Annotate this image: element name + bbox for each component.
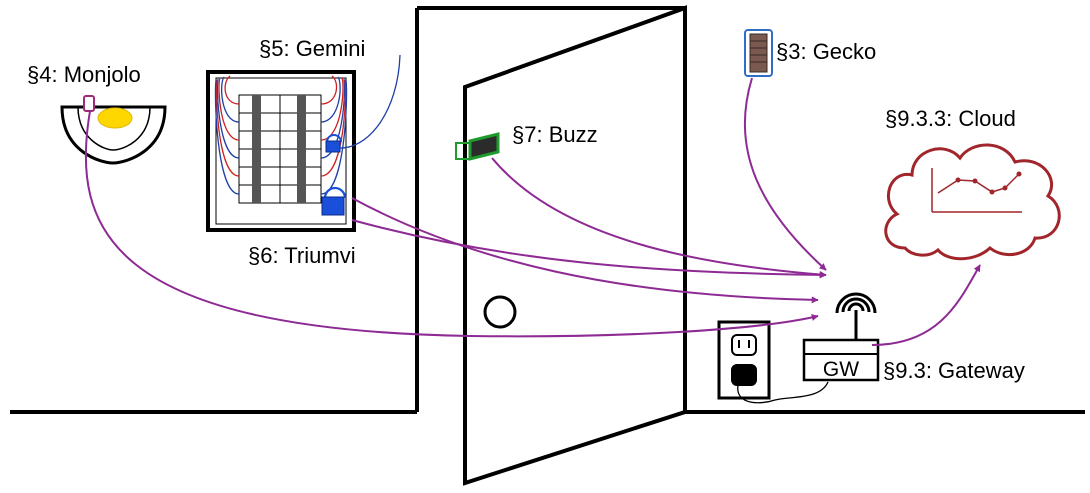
monjolo-sensor [83, 95, 95, 112]
label-buzz: §7: Buzz [512, 122, 598, 147]
bulb-icon [97, 107, 133, 129]
gemini-sensor [325, 140, 341, 153]
label-cloud: §9.3.3: Cloud [885, 106, 1016, 131]
gateway: GW [802, 292, 880, 382]
label-monjolo: §4: Monjolo [27, 62, 141, 87]
door [463, 5, 687, 486]
arrow-cloud [871, 264, 981, 346]
arrow-gecko [744, 77, 827, 271]
arrow-triumvi [351, 197, 819, 304]
label-triumvi: §6: Triumvi [248, 243, 356, 268]
power-cable [737, 381, 829, 404]
label-gateway: §9.3: Gateway [883, 358, 1025, 383]
triumvi-current-clamp [321, 186, 347, 216]
door-knob [483, 295, 517, 329]
data-flow-arrows [84, 77, 981, 346]
buzz-sensor [455, 132, 500, 161]
gemini-lead [337, 54, 401, 149]
gemini-breaker-panel [206, 54, 401, 232]
power-outlet [717, 320, 829, 404]
label-gemini: §5: Gemini [259, 36, 365, 61]
gecko-sensor [744, 29, 773, 77]
arrow-gemini [351, 219, 827, 279]
arrow-monjolo [84, 110, 819, 338]
monjolo-lamp [60, 95, 167, 165]
label-gecko: §3: Gecko [776, 39, 876, 64]
gateway-box-label: GW [823, 358, 859, 381]
arrow-buzz [491, 157, 827, 278]
chart-icon [931, 168, 1022, 213]
cloud [884, 143, 1061, 261]
